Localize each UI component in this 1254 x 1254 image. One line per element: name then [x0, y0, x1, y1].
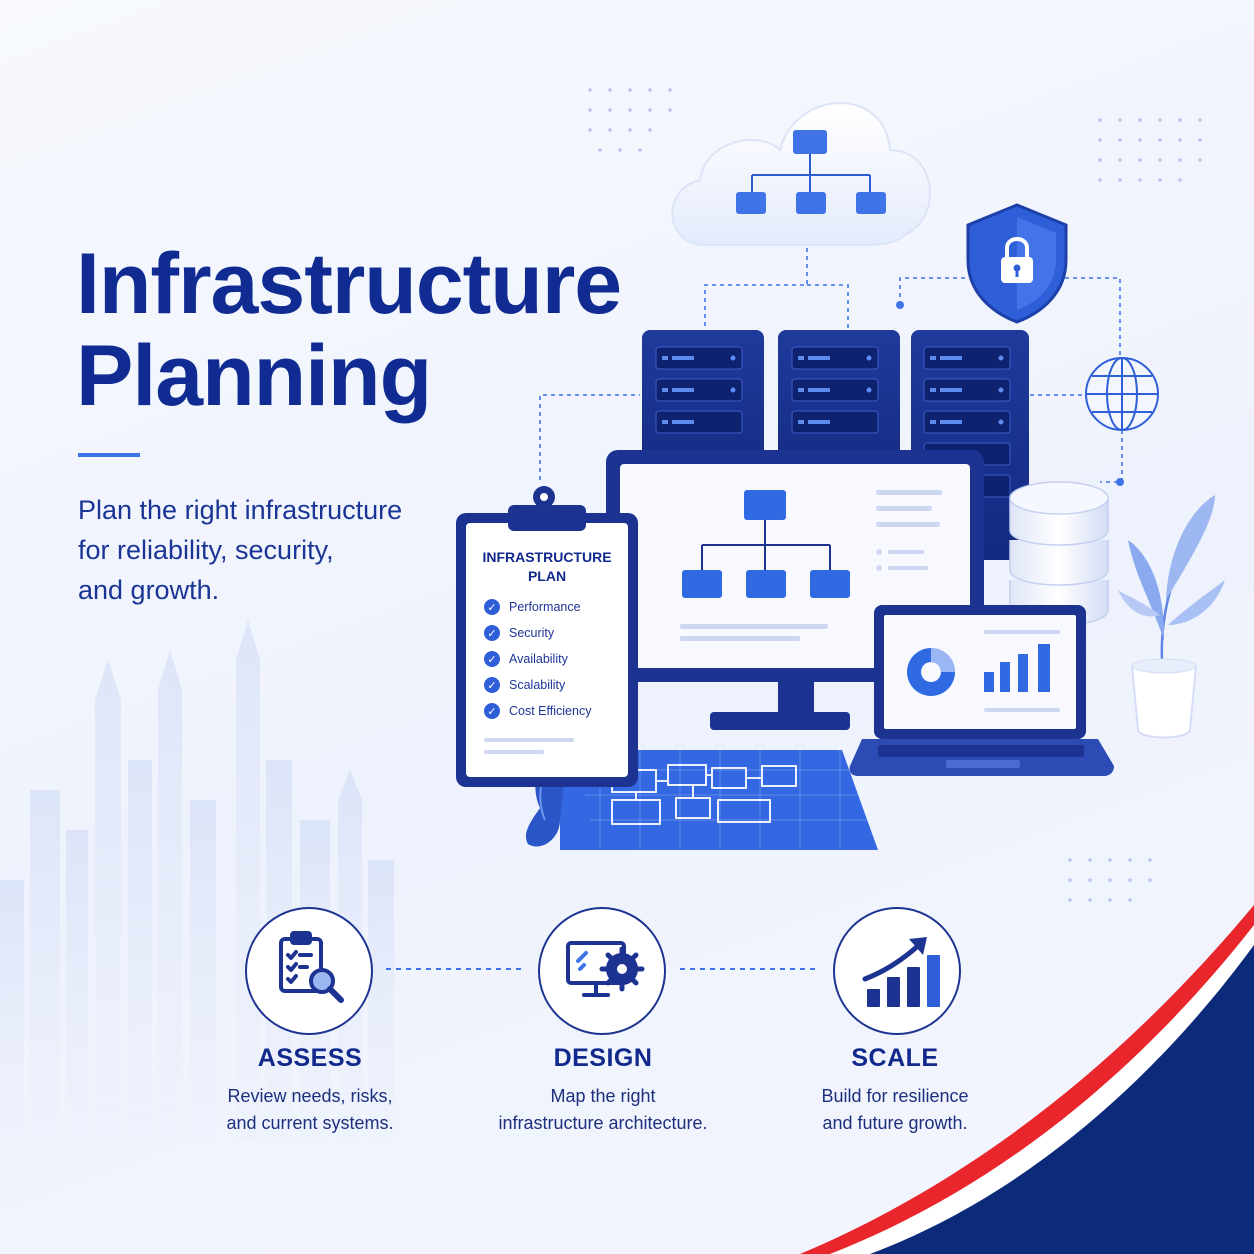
- step-assess: ASSESS Review needs, risks, and current …: [185, 1044, 435, 1137]
- checklist-item: ✓ Security: [484, 625, 554, 641]
- clipboard-search-icon: [245, 907, 373, 1035]
- title-divider: [78, 453, 140, 457]
- monitor-gear-icon: [538, 907, 666, 1035]
- checklist-label: Performance: [509, 600, 581, 614]
- clipboard-title: INFRASTRUCTURE PLAN: [470, 548, 624, 586]
- corner-swoosh: [800, 905, 1254, 1254]
- clipboard: [456, 486, 638, 787]
- title-line-1: Infrastructure: [76, 236, 622, 332]
- checklist-item: ✓ Cost Efficiency: [484, 703, 591, 719]
- shield-lock-icon: [966, 203, 1068, 324]
- step-description: Build for resilience and future growth.: [770, 1083, 1020, 1137]
- step-desc-line-1: Map the right: [550, 1086, 656, 1106]
- title-line-2: Planning: [76, 328, 432, 424]
- step-desc-line-1: Review needs, risks,: [227, 1086, 393, 1106]
- subtitle: Plan the right infrastructure for reliab…: [78, 490, 458, 610]
- step-title: SCALE: [851, 1044, 939, 1072]
- city-skyline: [0, 620, 394, 1140]
- clipboard-title-line-1: INFRASTRUCTURE: [482, 549, 612, 565]
- step-desc-line-1: Build for resilience: [821, 1086, 969, 1106]
- check-icon: ✓: [484, 599, 500, 615]
- check-icon: ✓: [484, 651, 500, 667]
- cloud-icon: [671, 102, 931, 246]
- subtitle-line-2: for reliability, security,: [78, 535, 334, 565]
- plant-icon: [1118, 495, 1225, 739]
- globe-icon: [1085, 357, 1159, 431]
- database-icon: [1009, 481, 1109, 626]
- laptop: [849, 605, 1114, 776]
- step-description: Review needs, risks, and current systems…: [185, 1083, 435, 1137]
- dot-pattern: [588, 88, 1202, 902]
- step-desc-line-2: and future growth.: [822, 1113, 968, 1133]
- check-icon: ✓: [484, 703, 500, 719]
- checklist-label: Availability: [509, 652, 568, 666]
- step-scale: SCALE Build for resilience and future gr…: [770, 1044, 1020, 1137]
- check-icon: ✓: [484, 677, 500, 693]
- step-description: Map the right infrastructure architectur…: [478, 1083, 728, 1137]
- checklist-item: ✓ Availability: [484, 651, 568, 667]
- checklist-label: Scalability: [509, 678, 566, 692]
- growth-chart-icon: [833, 907, 961, 1035]
- checklist-label: Cost Efficiency: [509, 704, 592, 718]
- check-icon: ✓: [484, 625, 500, 641]
- page-title: Infrastructure Planning: [76, 236, 622, 424]
- step-title: ASSESS: [257, 1044, 363, 1072]
- step-desc-line-2: and current systems.: [226, 1113, 394, 1133]
- checklist-label: Security: [509, 626, 555, 640]
- step-title: DESIGN: [553, 1044, 653, 1072]
- clipboard-title-line-2: PLAN: [527, 568, 567, 584]
- checklist-item: ✓ Performance: [484, 599, 581, 615]
- subtitle-line-1: Plan the right infrastructure: [78, 495, 403, 525]
- checklist-item: ✓ Scalability: [484, 677, 565, 693]
- subtitle-line-3: and growth.: [78, 575, 220, 605]
- step-design: DESIGN Map the right infrastructure arch…: [478, 1044, 728, 1137]
- step-desc-line-2: infrastructure architecture.: [498, 1113, 708, 1133]
